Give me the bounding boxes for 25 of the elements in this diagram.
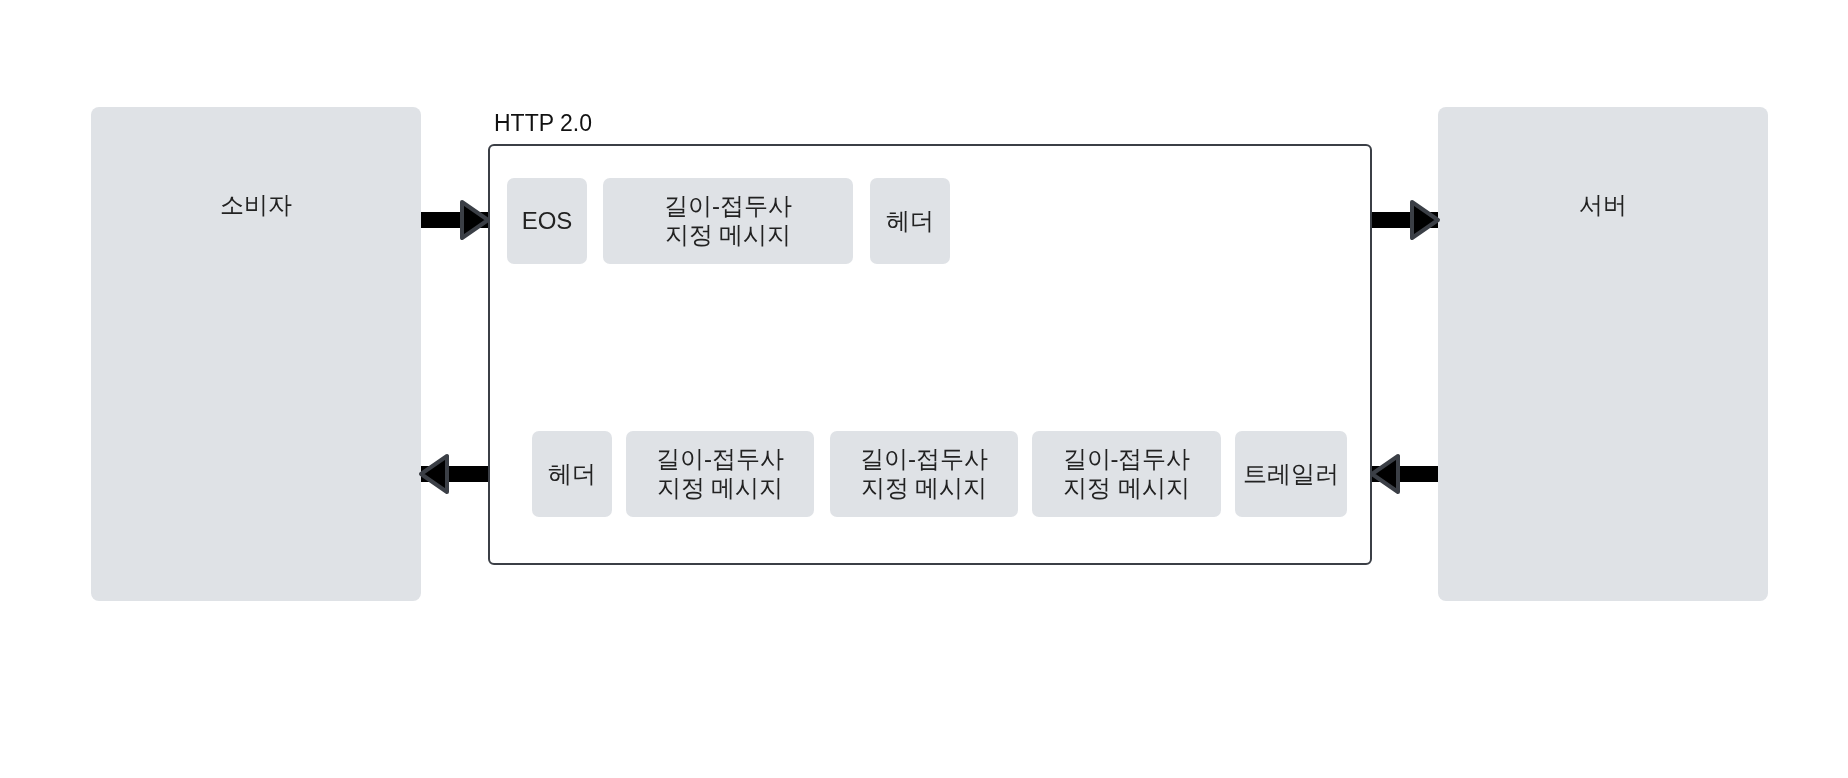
node-label: 소비자 [220,191,292,220]
container-title: HTTP 2.0 [494,110,592,137]
message-chip [532,431,612,517]
node-label: EOS [521,206,573,236]
endpoint-panel [1438,107,1768,601]
message-chip [830,431,1018,517]
block-arrow [419,454,488,494]
node-label: 길이-접두사 지정 메시지 [859,445,989,503]
node-label: 길이-접두사 지정 메시지 [663,192,793,250]
node-label: 길이-접두사 지정 메시지 [1061,445,1192,503]
node-label: 헤더 [886,206,934,236]
node-label: 길이-접두사 지정 메시지 [655,445,785,503]
message-chip [603,178,853,264]
message-chip [507,178,587,264]
node-label: 트레일러 [1243,459,1339,489]
message-chip [1235,431,1347,517]
node-label: 서버 [1579,191,1627,220]
message-chip [1032,431,1221,517]
block-arrow [1370,454,1438,494]
block-arrow [1372,200,1440,240]
message-chip [870,178,950,264]
message-chip [626,431,814,517]
block-arrow [421,200,490,240]
node-label: 헤더 [548,459,596,489]
endpoint-panel [91,107,421,601]
